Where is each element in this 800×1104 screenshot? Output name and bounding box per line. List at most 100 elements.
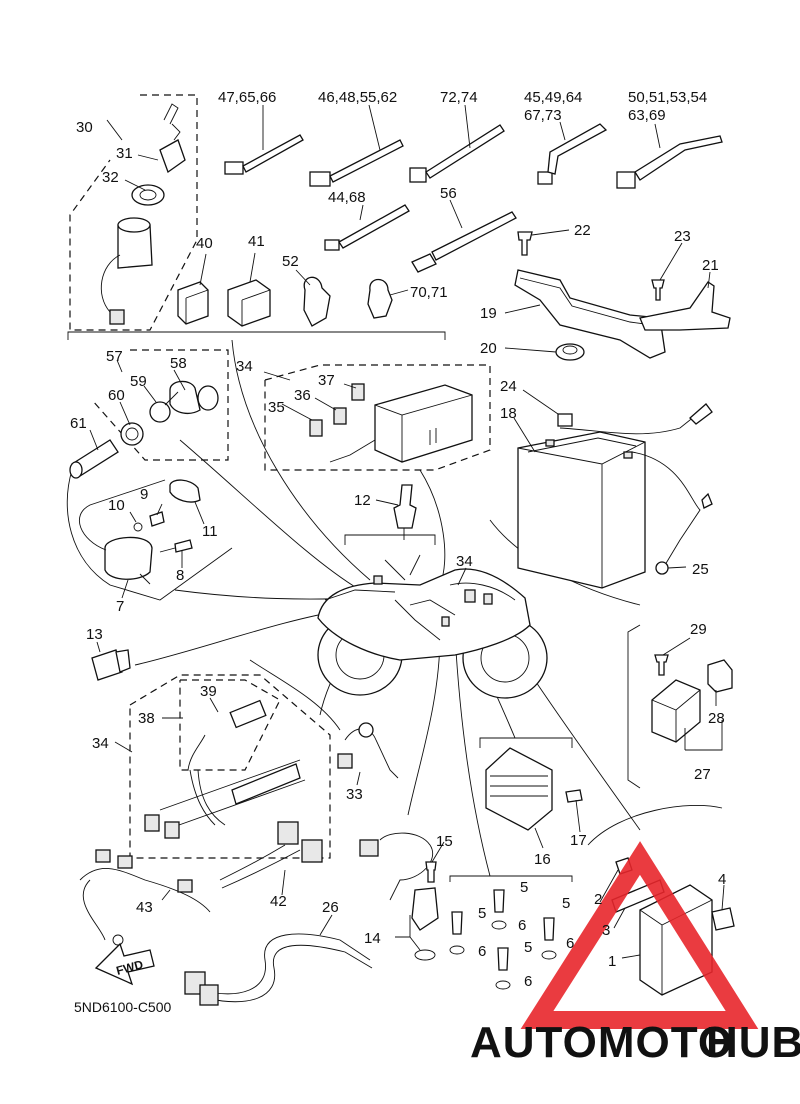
fwd-label: FWD: [115, 957, 145, 978]
bracket-21: [639, 281, 731, 331]
bolt-17: [565, 789, 583, 803]
cover-11: [169, 479, 201, 503]
grommet-20: [555, 343, 585, 361]
forward-direction-arrow: FWD: [94, 942, 155, 986]
callout-26: 26: [322, 899, 339, 916]
callout-59: 59: [130, 373, 147, 390]
callout-67-73: 67,73: [524, 107, 562, 124]
callout-39: 39: [200, 683, 217, 700]
bracket-19: [514, 269, 666, 359]
callout-32: 32: [102, 169, 119, 186]
main-switch-assembly: [100, 103, 186, 325]
battery-cable-25: [631, 451, 713, 575]
callout-37: 37: [318, 372, 335, 389]
callout-5-d: 5: [524, 939, 532, 956]
washer-10: [133, 522, 143, 532]
callout-4: 4: [718, 871, 726, 888]
starter-relay-7: [79, 479, 166, 585]
callout-56: 56: [440, 185, 457, 202]
harness-26: [184, 933, 373, 1006]
leader-socket: [179, 439, 361, 591]
callout-8: 8: [176, 567, 184, 584]
cable-tie-44: [324, 204, 410, 251]
callout-22: 22: [574, 222, 591, 239]
fuse-36: [333, 407, 347, 425]
callout-24: 24: [500, 378, 517, 395]
callout-70-71: 70,71: [410, 284, 448, 301]
leader-5: [454, 634, 491, 877]
group-outline-accessories-bracket: [67, 331, 446, 340]
watermark-text-gray: HUB: [706, 1018, 800, 1067]
callout-19: 19: [480, 305, 497, 322]
bracket-plug: [344, 534, 436, 545]
sensor-13: [91, 649, 131, 681]
bracket-lower-left: [66, 469, 233, 601]
callout-15: 15: [436, 833, 453, 850]
callout-61: 61: [70, 415, 87, 432]
callout-42: 42: [270, 893, 287, 910]
callout-52: 52: [282, 253, 299, 270]
leader-14: [407, 634, 441, 816]
callout-36: 36: [294, 387, 311, 404]
callout-12: 12: [354, 492, 371, 509]
bracket-ecu: [587, 804, 723, 846]
callout-13: 13: [86, 626, 103, 643]
harness-42: [219, 821, 323, 889]
callout-14: 14: [364, 930, 381, 947]
callout-23: 23: [674, 228, 691, 245]
socket-cover-59: [149, 391, 179, 423]
callout-6-c: 6: [566, 935, 574, 952]
cable-tie-45: [537, 123, 608, 185]
callout-63-69: 63,69: [628, 107, 666, 124]
drawing-code: 5ND6100-C500: [74, 999, 171, 1015]
cable-tie-56: [411, 211, 517, 273]
relay-41: [227, 279, 271, 327]
callout-29: 29: [690, 621, 707, 638]
bolt-8: [159, 539, 193, 553]
callout-72-74: 72,74: [440, 89, 478, 106]
callout-3: 3: [602, 922, 610, 939]
callout-leaders: [89, 104, 725, 959]
callout-46-48-55-62: 46,48,55,62: [318, 89, 397, 106]
bolt-22: [517, 231, 533, 256]
callout-25: 25: [692, 561, 709, 578]
callout-labels: 47,65,66 46,48,55,62 72,74 45,49,64 67,7…: [70, 89, 726, 1015]
callout-28: 28: [708, 710, 725, 727]
callout-45-49-64: 45,49,64: [524, 89, 582, 106]
callout-31: 31: [116, 145, 133, 162]
clamp-70: [367, 278, 393, 319]
bolt-29: [654, 654, 669, 676]
watermark-triangle: [520, 841, 759, 1029]
group-outline-harness: [129, 674, 331, 859]
callout-57: 57: [106, 348, 123, 365]
callout-21: 21: [702, 257, 719, 274]
callout-11: 11: [202, 523, 218, 540]
bracket-right: [627, 624, 641, 789]
callout-58: 58: [170, 355, 187, 372]
rectifier-16: [485, 747, 553, 831]
battery-18: [517, 431, 646, 589]
bracket-rectifier: [479, 737, 573, 748]
leader-harness: [249, 659, 341, 731]
battery-cable-24: [557, 403, 713, 435]
leader-sensor13: [134, 609, 346, 666]
callout-40: 40: [196, 235, 213, 252]
bolt-23: [651, 279, 665, 301]
fuse-35: [309, 419, 323, 437]
spark-plug-12: [393, 484, 417, 540]
cable-tie-46: [309, 139, 404, 187]
callout-16: 16: [534, 851, 551, 868]
callout-34-left: 34: [92, 735, 109, 752]
socket-cap-58: [169, 380, 219, 415]
relay-40: [177, 281, 209, 325]
bolt-set-5-6: [449, 889, 557, 990]
callout-2: 2: [594, 891, 602, 908]
cable-tie-72: [409, 124, 505, 183]
callout-30: 30: [76, 119, 93, 136]
callout-18: 18: [500, 405, 517, 422]
fuse-37: [351, 383, 365, 401]
callout-5-c: 5: [562, 895, 570, 912]
callout-34-top: 34: [236, 358, 253, 375]
callout-7: 7: [116, 598, 124, 615]
